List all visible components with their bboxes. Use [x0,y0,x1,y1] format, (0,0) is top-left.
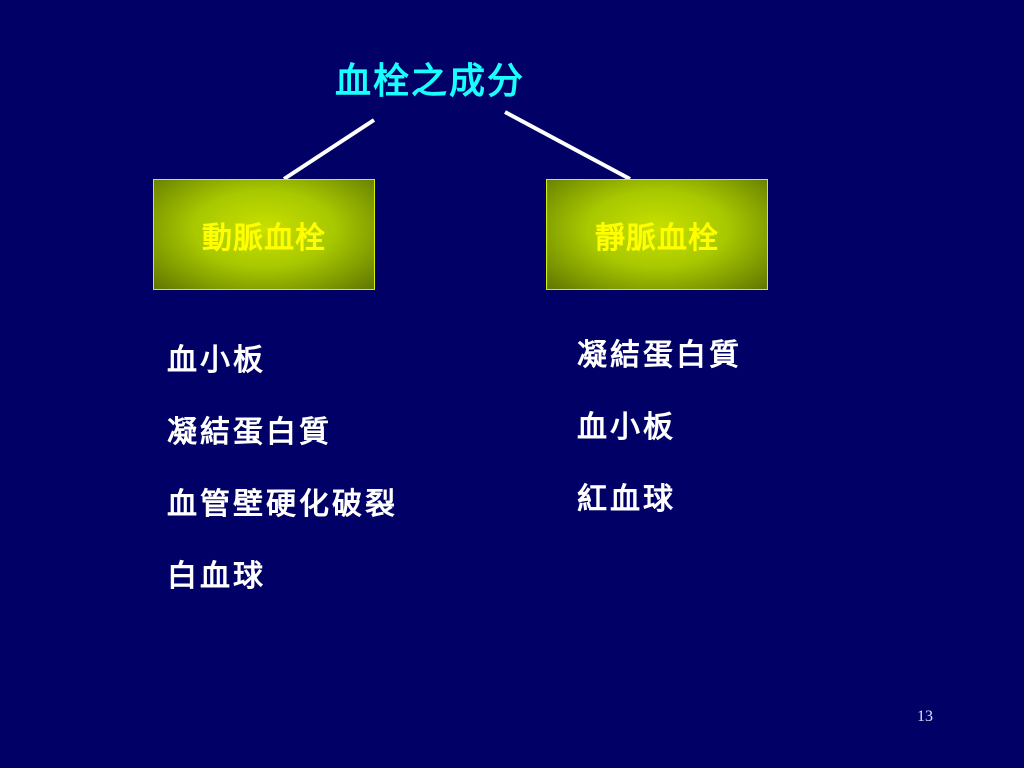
list-item: 凝結蛋白質 [577,338,742,373]
arterial-thrombus-box: 動脈血栓 [153,179,375,290]
venous-thrombus-label: 靜脈血栓 [595,220,719,256]
list-item: 白血球 [167,559,266,594]
connector-right [504,110,631,181]
list-item: 血管壁硬化破裂 [167,487,398,522]
arterial-thrombus-label: 動脈血栓 [202,220,326,256]
venous-components-list: 凝結蛋白質 血小板 紅血球 [577,320,742,536]
page-number: 13 [917,708,933,725]
list-item: 凝結蛋白質 [167,415,332,450]
list-item: 血小板 [167,343,266,378]
slide-title: 血栓之成分 [334,60,525,102]
venous-thrombus-box: 靜脈血栓 [546,179,768,290]
connector-left [282,118,376,181]
list-item: 血小板 [577,410,676,445]
list-item: 紅血球 [577,482,676,517]
arterial-components-list: 血小板 凝結蛋白質 血管壁硬化破裂 白血球 [167,325,398,613]
